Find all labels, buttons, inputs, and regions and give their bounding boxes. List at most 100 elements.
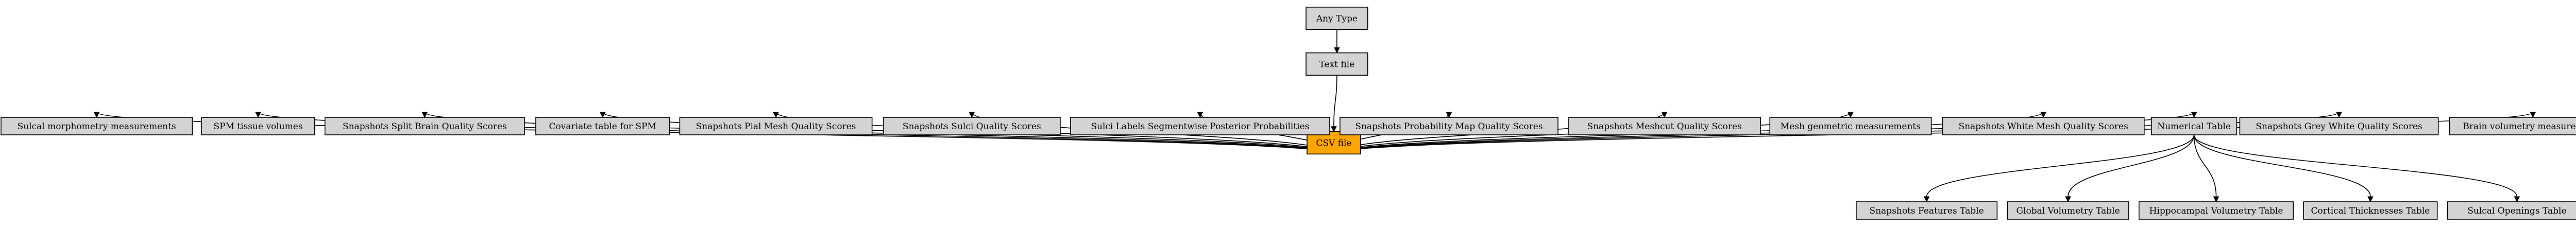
node-cortical: Cortical Thicknesses Table	[2303, 201, 2438, 220]
node-box	[1856, 201, 1998, 220]
arrowhead-icon	[1923, 196, 1930, 203]
node-label: Sulcal Openings Table	[2467, 206, 2566, 216]
node-box	[1306, 7, 1368, 30]
node-label: Hippocampal Volumetry Table	[2149, 206, 2283, 216]
node-numerical-table: Numerical Table	[2150, 117, 2238, 135]
node-box	[535, 117, 670, 135]
node-sulcal-openings: Sulcal Openings Table	[2447, 201, 2576, 220]
node-label: Global Volumetry Table	[2016, 206, 2120, 216]
edge-numerical_table-to-hippocampal	[2193, 134, 2219, 203]
arrowhead-icon	[1446, 112, 1452, 118]
node-box	[883, 117, 1061, 135]
node-label: Snapshots Split Brain Quality Scores	[343, 121, 507, 132]
arrowhead-icon	[2530, 112, 2536, 118]
arrowhead-icon	[255, 112, 261, 118]
arrowhead-icon	[1848, 112, 1854, 118]
arrowhead-icon	[2367, 196, 2374, 203]
arrowhead-icon	[2191, 112, 2197, 118]
node-box	[2303, 201, 2438, 220]
edge-line	[1333, 75, 1337, 127]
node-meshcut: Snapshots Meshcut Quality Scores	[1568, 117, 1761, 135]
node-box	[679, 117, 873, 135]
node-grey-white: Snapshots Grey White Quality Scores	[2239, 117, 2439, 135]
arrowhead-icon	[421, 112, 428, 118]
node-label: Snapshots Meshcut Quality Scores	[1587, 121, 1741, 132]
arrowhead-icon	[2040, 112, 2046, 118]
node-label: Snapshots Pial Mesh Quality Scores	[696, 121, 856, 132]
node-box	[2007, 201, 2129, 220]
edge-numerical_table-to-features_table	[1923, 134, 2195, 203]
edge-line	[2193, 134, 2518, 197]
node-features-table: Snapshots Features Table	[1856, 201, 1998, 220]
node-label: Snapshots Features Table	[1870, 206, 1984, 216]
node-white-mesh: Snapshots White Mesh Quality Scores	[1942, 117, 2145, 135]
node-sulci-quality: Snapshots Sulci Quality Scores	[883, 117, 1061, 135]
node-label: Snapshots Grey White Quality Scores	[2256, 121, 2422, 132]
edge-line	[2193, 134, 2371, 197]
edge-numerical_table-to-sulcal_openings	[2193, 134, 2520, 203]
arrowhead-icon	[2514, 196, 2520, 203]
node-box	[324, 117, 525, 135]
node-label: SPM tissue volumes	[213, 121, 302, 132]
node-box	[1769, 117, 1932, 135]
node-mesh-geometric: Mesh geometric measurements	[1769, 117, 1932, 135]
node-brain-volumetry: Brain volumetry measurements	[2449, 117, 2576, 135]
node-pial-mesh: Snapshots Pial Mesh Quality Scores	[679, 117, 873, 135]
edge-line	[2193, 134, 2217, 197]
node-label: Covariate table for SPM	[549, 121, 656, 132]
node-prob-map: Snapshots Probability Map Quality Scores	[1340, 117, 1558, 135]
arrowhead-icon	[1197, 112, 1204, 118]
arrowhead-icon	[969, 112, 975, 118]
node-label: CSV file	[1316, 138, 1351, 149]
node-box	[1306, 52, 1368, 76]
node-covariate-spm: Covariate table for SPM	[535, 117, 670, 135]
node-text-file: Text file	[1306, 52, 1368, 76]
node-box	[1568, 117, 1761, 135]
node-label: Snapshots Sulci Quality Scores	[903, 121, 1041, 132]
node-split-brain: Snapshots Split Brain Quality Scores	[324, 117, 525, 135]
node-label: Snapshots Probability Map Quality Scores	[1355, 121, 1543, 132]
edge-line	[1926, 134, 2195, 197]
node-csv-file: CSV file	[1307, 131, 1361, 155]
arrowhead-icon	[773, 112, 779, 118]
node-label: Cortical Thicknesses Table	[2311, 206, 2430, 216]
node-label: Snapshots White Mesh Quality Scores	[1959, 121, 2128, 132]
node-box	[1070, 117, 1330, 135]
node-box	[1307, 131, 1361, 155]
node-box	[1, 117, 193, 135]
arrowhead-icon	[1331, 126, 1337, 132]
arrowhead-icon	[1334, 47, 1340, 54]
node-box	[2239, 117, 2439, 135]
node-label: Brain volumetry measurements	[2463, 121, 2576, 132]
edge-any_type-to-text_file	[1334, 29, 1340, 54]
arrowhead-icon	[2336, 112, 2342, 118]
node-label: Numerical Table	[2157, 121, 2231, 132]
node-global-volumetry: Global Volumetry Table	[2007, 201, 2129, 220]
node-box	[2449, 117, 2576, 135]
node-hippocampal: Hippocampal Volumetry Table	[2139, 201, 2294, 220]
arrowhead-icon	[93, 112, 100, 118]
node-label: Sulcal morphometry measurements	[18, 121, 176, 132]
arrowhead-icon	[2065, 196, 2071, 203]
node-any-type: Any Type	[1306, 7, 1368, 30]
node-sulcal-morphometry: Sulcal morphometry measurements	[1, 117, 193, 135]
arrowhead-icon	[1661, 112, 1668, 118]
node-box	[1942, 117, 2145, 135]
node-box	[1340, 117, 1558, 135]
edge-numerical_table-to-global_volumetry	[2065, 134, 2195, 203]
node-box	[2139, 201, 2294, 220]
node-sulci-labels: Sulci Labels Segmentwise Posterior Proba…	[1070, 117, 1330, 135]
node-spm-tissue: SPM tissue volumes	[201, 117, 315, 135]
arrowhead-icon	[599, 112, 606, 118]
node-label: Sulci Labels Segmentwise Posterior Proba…	[1091, 121, 1309, 132]
node-label: Mesh geometric measurements	[1781, 121, 1921, 132]
arrowhead-icon	[2213, 196, 2219, 203]
edge-numerical_table-to-cortical	[2193, 134, 2374, 203]
node-label: Any Type	[1316, 14, 1358, 24]
edge-line	[2067, 134, 2195, 197]
node-box	[2150, 117, 2238, 135]
node-label: Text file	[1319, 59, 1355, 69]
node-box	[2447, 201, 2576, 220]
